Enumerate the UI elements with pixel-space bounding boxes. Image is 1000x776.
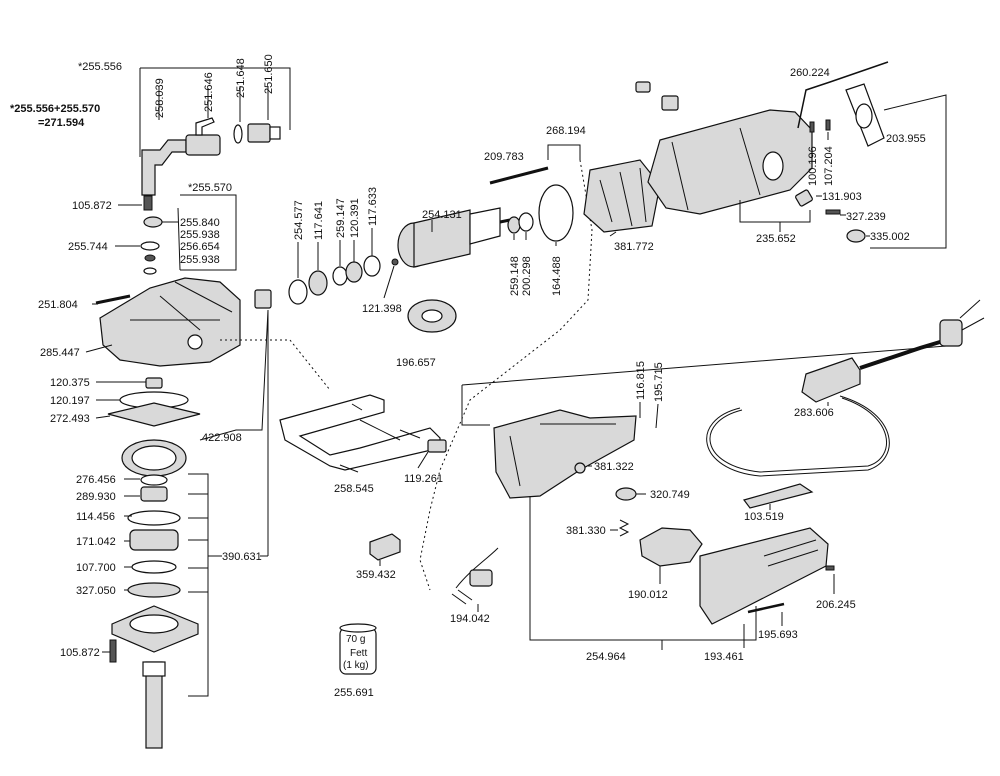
label-235652: 235.652 [756,233,796,245]
label-195715: 195.715 [653,362,665,402]
label-251650: 251.650 [263,54,275,94]
label-114456: 114.456 [76,511,115,523]
label-289930: 289.930 [76,491,116,503]
small-parts [339,533,499,675]
label-103519: 103.519 [744,511,784,523]
label-196657: 196.657 [396,357,436,369]
label-327239: 327.239 [846,211,886,223]
label-260224: 260.224 [790,67,830,79]
handle-and-cable-group [461,299,985,650]
label-195693: 195.693 [758,629,798,641]
label-422908: 422.908 [202,432,242,444]
label-320749: 320.749 [650,489,690,501]
bracket-258545 [279,394,447,473]
label-255556: *255.556 [78,61,122,73]
label-258545: 258.545 [334,483,374,495]
label-258039: 258.039 [154,78,166,118]
label-171042: 171.042 [76,536,116,548]
label-105872-top: 105.872 [72,200,112,212]
part-labels: *255.556 *255.556+255.570 =271.594 258.0… [10,54,926,699]
label-255938-a: 255.938 [180,229,220,241]
label-120197: 120.197 [50,395,90,407]
label-255691: 255.691 [334,687,374,699]
label-100196: 100.196 [807,146,819,186]
label-381330: 381.330 [566,525,606,537]
label-283606: 283.606 [794,407,834,419]
label-254577: 254.577 [293,200,305,240]
label-117633: 117.633 [367,187,379,226]
label-255556-255570: *255.556+255.570 [10,103,100,115]
label-268194: 268.194 [546,125,586,137]
label-120391: 120.391 [349,198,361,238]
motor-housing [489,61,947,249]
label-381322: 381.322 [594,461,634,473]
gear-head-stack [85,277,272,749]
label-272493: 272.493 [50,413,90,425]
label-203955: 203.955 [886,133,926,145]
label-285447: 285.447 [40,347,80,359]
label-255744: 255.744 [68,241,108,253]
label-121398: 121.398 [362,303,402,315]
label-190012: 190.012 [628,589,668,601]
label-276456: 276.456 [76,474,116,486]
label-381772: 381.772 [614,241,654,253]
grease-quantity: (1 kg) [343,660,369,671]
label-251648: 251.648 [235,58,247,98]
label-209783: 209.783 [484,151,524,163]
grease-weight: 70 g [346,634,365,645]
label-390631: 390.631 [222,551,262,563]
label-335002: 335.002 [870,231,910,243]
label-251804: 251.804 [38,299,78,311]
label-259147: 259.147 [335,198,347,238]
label-254964: 254.964 [586,651,626,663]
label-105872-bottom: 105.872 [60,647,100,659]
label-107204: 107.204 [823,146,835,186]
label-359432: 359.432 [356,569,396,581]
label-200298: 200.298 [521,256,533,296]
armature-row [288,184,574,333]
label-193461: 193.461 [704,651,744,663]
label-256654: 256.654 [180,241,220,253]
label-164488: 164.488 [551,256,563,296]
assembly-guide-line [220,339,331,391]
label-131903: 131.903 [822,191,862,203]
label-251646: 251.646 [203,72,215,112]
label-255938-b: 255.938 [180,254,220,266]
label-117641: 117.641 [313,201,325,240]
water-valve-assembly [115,67,291,275]
label-116815: 116.815 [635,361,647,400]
label-327050: 327.050 [76,585,116,597]
label-206245: 206.245 [816,599,856,611]
label-254131: 254.131 [422,209,462,221]
grease-name: Fett [350,648,367,659]
wire-guide-line [419,159,593,591]
label-271594: =271.594 [38,117,85,129]
label-255570: *255.570 [188,182,232,194]
label-120375: 120.375 [50,377,90,389]
label-119261: 119.261 [404,473,443,485]
label-107700: 107.700 [76,562,116,574]
label-259148: 259.148 [509,256,521,296]
label-194042: 194.042 [450,613,490,625]
label-255840: 255.840 [180,217,220,229]
